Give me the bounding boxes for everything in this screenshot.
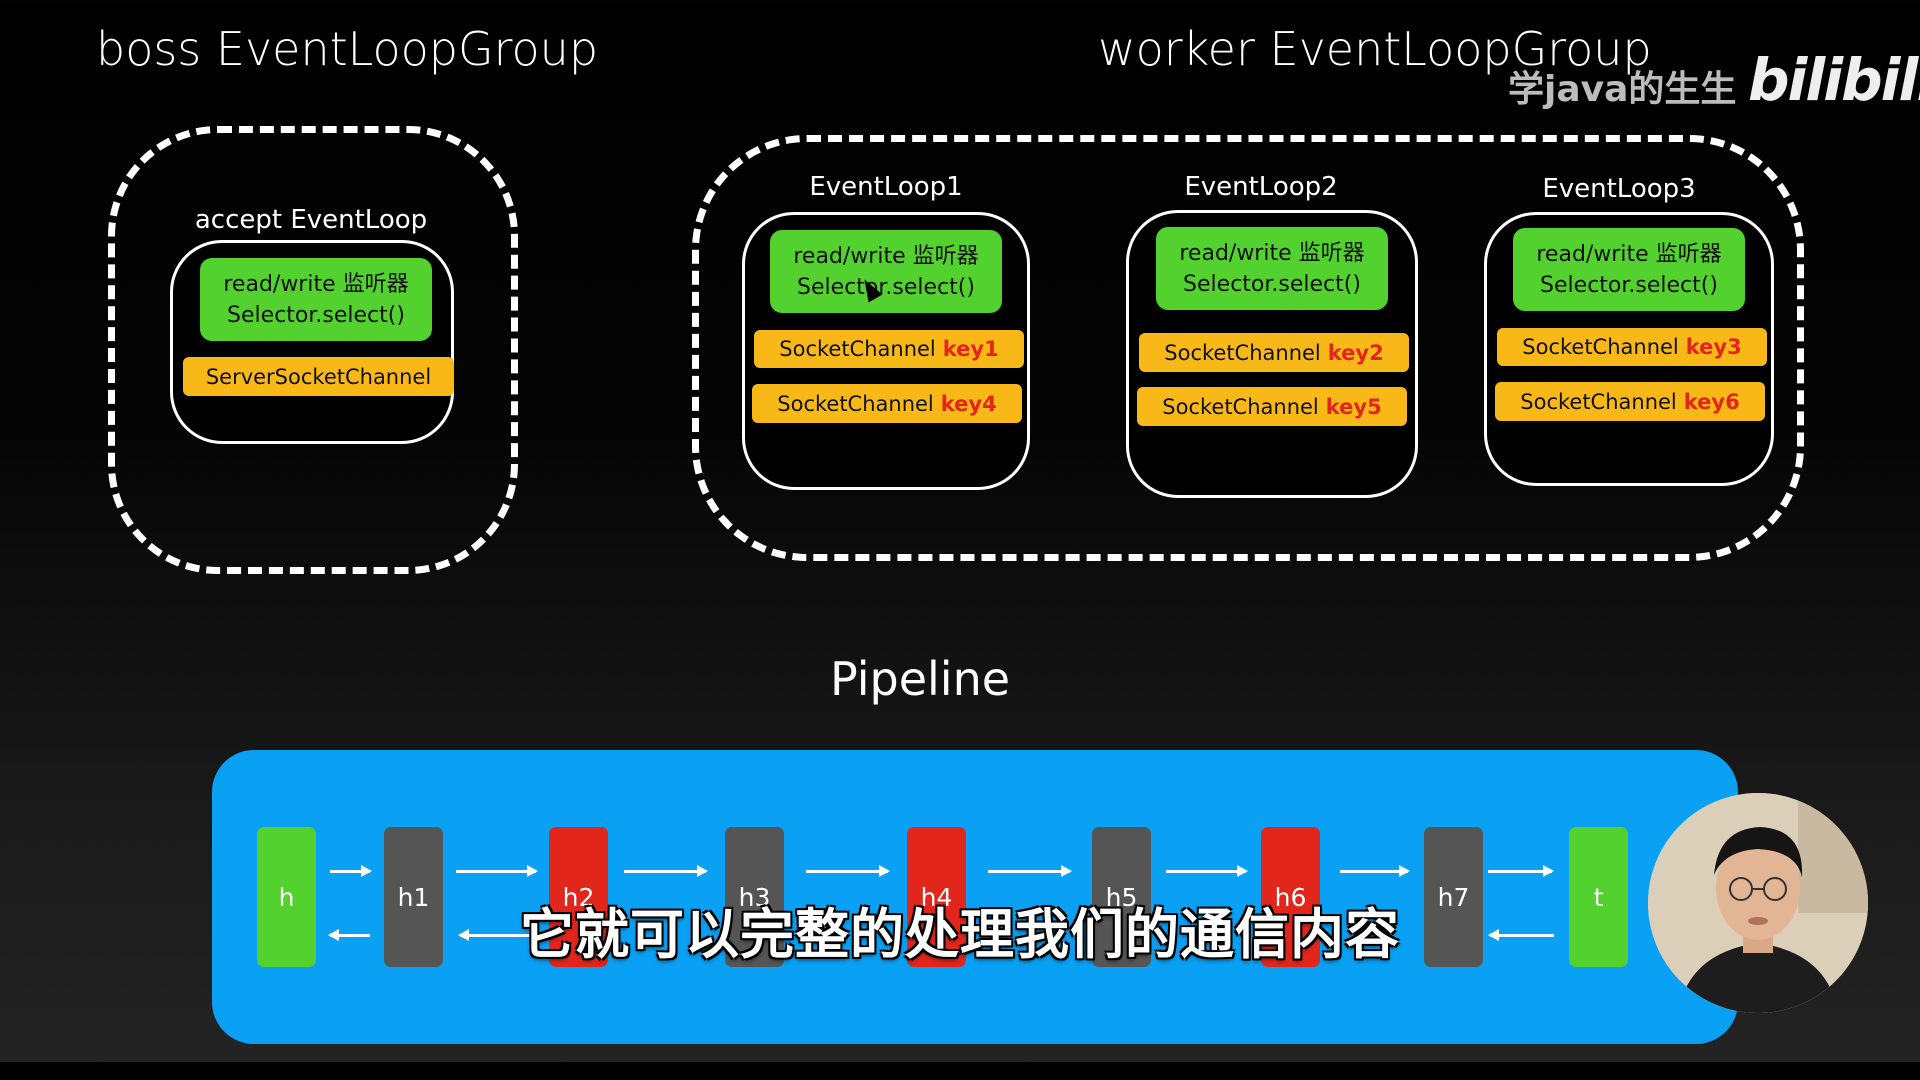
handler-h1: h1 <box>384 827 443 967</box>
selector-line1: read/write 监听器 <box>223 271 409 297</box>
boss-group-title: boss EventLoopGroup <box>96 22 599 76</box>
channel-key: key2 <box>1327 340 1384 365</box>
channel-key: key6 <box>1683 389 1740 414</box>
arrow-right <box>988 865 1072 877</box>
arrow-right <box>330 865 372 877</box>
channel-text: SocketChannel <box>779 337 936 361</box>
handler-h7: h7 <box>1424 827 1483 967</box>
arrow-left <box>1488 929 1554 941</box>
handler-h3: h3 <box>725 827 784 967</box>
arrow-left <box>458 929 540 941</box>
server-socket-channel: ServerSocketChannel <box>183 357 454 396</box>
arrow-right <box>1166 865 1248 877</box>
selector-line2: Selector.select() <box>1183 271 1361 297</box>
channel-text: SocketChannel <box>1520 389 1677 414</box>
arrow-right <box>1488 865 1554 877</box>
handler-label: h2 <box>562 882 595 912</box>
eventloop2-selector: read/write 监听器 Selector.select() <box>1156 227 1388 310</box>
handler-h2: h2 <box>549 827 608 967</box>
eventloop1-label: EventLoop1 <box>809 172 963 202</box>
pipeline-container <box>212 750 1738 1044</box>
selector-line2: Selector.select() <box>227 302 405 328</box>
arrow-right <box>624 865 708 877</box>
handler-label: h6 <box>1274 882 1307 912</box>
boss-group-boundary <box>108 126 518 574</box>
handler-tail: t <box>1569 827 1628 967</box>
handler-label: h3 <box>738 882 771 912</box>
handler-label: h <box>278 882 295 912</box>
eventloop1-selector: read/write 监听器 Selector.select() <box>770 230 1002 313</box>
selector-line1: read/write 监听器 <box>1536 241 1722 267</box>
arrow-right <box>1340 865 1410 877</box>
selector-line2: Selector.select() <box>797 274 975 300</box>
video-subtitle: 它就可以完整的处理我们的通信内容 <box>520 903 1400 966</box>
selector-line1: read/write 监听器 <box>793 243 979 269</box>
selector-line1: read/write 监听器 <box>1179 240 1365 266</box>
handler-label: h1 <box>397 882 430 912</box>
handler-h4: h4 <box>907 827 966 967</box>
presenter-avatar <box>1648 793 1868 1013</box>
pipeline-title: Pipeline <box>830 652 1011 706</box>
channel-text: SocketChannel <box>777 391 934 416</box>
arrow-right <box>806 865 890 877</box>
video-bottom-bar <box>0 1062 1920 1080</box>
selector-line2: Selector.select() <box>1540 272 1718 298</box>
channel-key: key1 <box>942 337 999 361</box>
handler-label: h4 <box>920 882 953 912</box>
handler-label: h5 <box>1105 882 1138 912</box>
eventloop3-label: EventLoop3 <box>1542 174 1696 204</box>
channel-key: key5 <box>1325 394 1382 419</box>
handler-label: t <box>1593 882 1604 912</box>
handler-head: h <box>257 827 316 967</box>
eventloop2-label: EventLoop2 <box>1184 172 1338 202</box>
handler-h5: h5 <box>1092 827 1151 967</box>
presenter-illustration <box>1648 793 1868 1013</box>
arrow-left <box>328 929 370 941</box>
arrow-right <box>456 865 538 877</box>
channel-text: SocketChannel <box>1522 335 1679 359</box>
bilibili-logo: bilibili <box>1748 46 1920 114</box>
channel-key: key4 <box>940 391 997 416</box>
channel-key: key3 <box>1685 335 1742 359</box>
handler-h6: h6 <box>1261 827 1320 967</box>
channel-text: SocketChannel <box>1164 340 1321 365</box>
eventloop3-selector: read/write 监听器 Selector.select() <box>1513 228 1745 311</box>
handler-label: h7 <box>1437 882 1470 912</box>
worker-group-title: worker EventLoopGroup <box>1098 22 1652 76</box>
boss-selector: read/write 监听器 Selector.select() <box>200 258 432 341</box>
worker-group-boundary <box>692 135 1804 561</box>
channel-watermark: 学java的生生 <box>1508 69 1737 110</box>
accept-eventloop-label: accept EventLoop <box>194 205 428 235</box>
channel-text: SocketChannel <box>1162 394 1319 419</box>
